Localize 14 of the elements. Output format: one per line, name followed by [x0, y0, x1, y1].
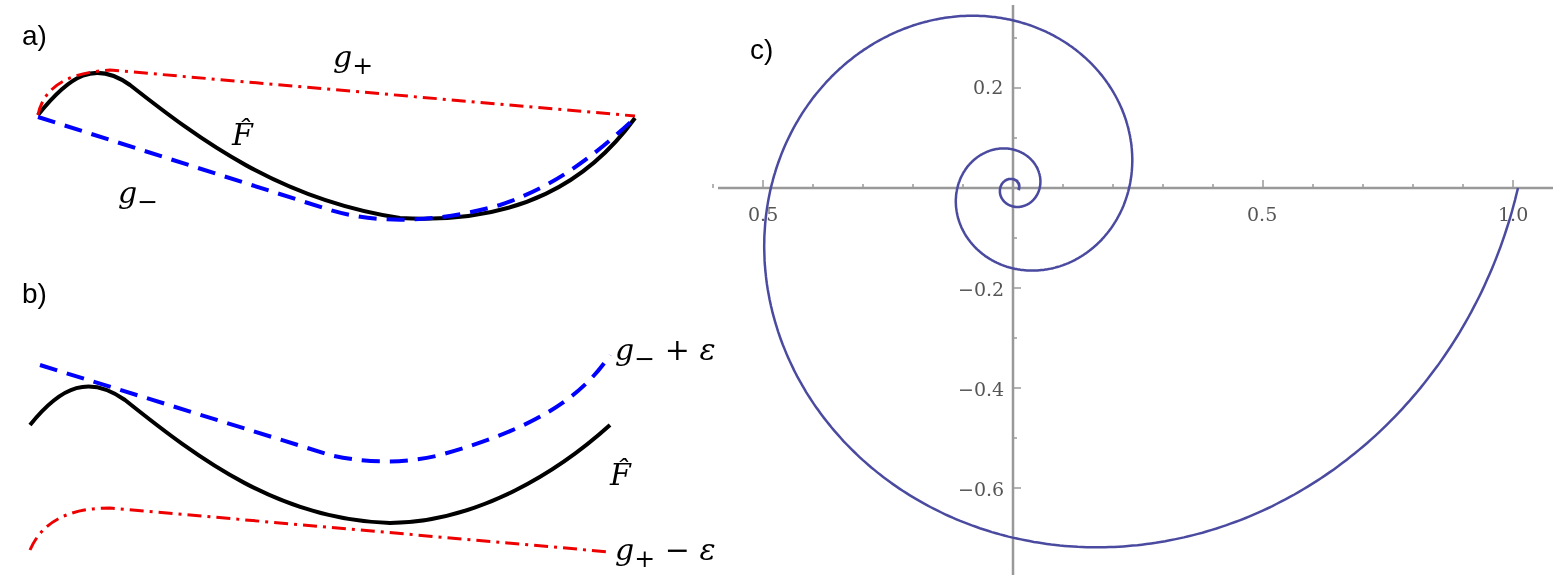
- curve-label: g$_{+}$ − ε: [615, 535, 716, 571]
- panel-label: b): [22, 280, 47, 308]
- curve-label: g$_{+}$: [333, 42, 374, 78]
- tick-label: −0.4: [958, 380, 1005, 399]
- curve-label: F̂: [232, 120, 253, 150]
- tick-label: −0.6: [958, 480, 1005, 499]
- panel-label: a): [22, 22, 47, 50]
- curve-label: F̂: [610, 460, 631, 490]
- panel-label: c): [750, 36, 774, 64]
- curve-label: g$_{−}$ + ε: [615, 335, 716, 371]
- tick-label: 0.5: [1247, 205, 1278, 224]
- curve-label: g$_{−}$: [118, 178, 159, 214]
- tick-label: −0.2: [958, 280, 1005, 299]
- tick-label: 0.2: [973, 78, 1004, 97]
